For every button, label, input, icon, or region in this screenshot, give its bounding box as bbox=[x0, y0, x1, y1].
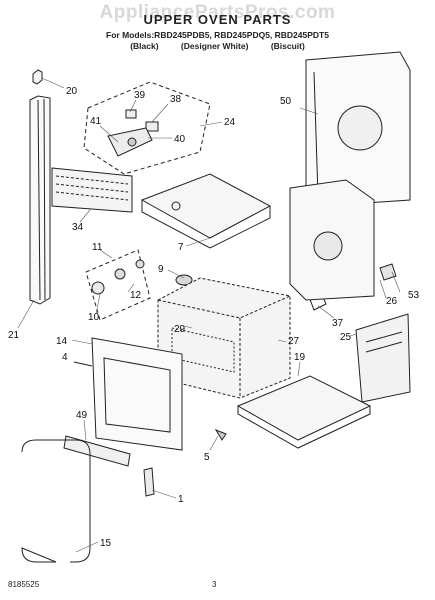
part-light-bulb bbox=[135, 259, 145, 269]
callout-9: 9 bbox=[158, 264, 164, 275]
callout-20: 20 bbox=[66, 86, 78, 97]
part-relay bbox=[125, 109, 137, 119]
color-designer-white: (Designer White) bbox=[180, 41, 249, 51]
model-list: For Models:RBD245PDB5, RBD245PDQ5, RBD24… bbox=[106, 30, 329, 40]
part-oven-liner bbox=[157, 277, 291, 399]
part-right-panel bbox=[355, 313, 411, 403]
callout-4: 4 bbox=[62, 352, 68, 363]
color-biscuit: (Biscuit) bbox=[270, 41, 305, 51]
callout-25: 25 bbox=[340, 332, 352, 343]
callout-37: 37 bbox=[332, 318, 344, 329]
callout-5: 5 bbox=[204, 452, 210, 463]
part-switch bbox=[145, 121, 159, 132]
part-fan-grille bbox=[313, 231, 343, 261]
part-vent bbox=[143, 467, 155, 497]
callout-41: 41 bbox=[90, 116, 102, 127]
color-variants: (Black) (Designer White) (Biscuit) bbox=[0, 41, 435, 51]
part-top-shield bbox=[140, 173, 272, 239]
callout-53: 53 bbox=[408, 290, 420, 301]
callout-26: 26 bbox=[386, 296, 398, 307]
callout-14: 14 bbox=[56, 336, 68, 347]
callout-10: 10 bbox=[88, 312, 100, 323]
page-number: 3 bbox=[212, 580, 217, 589]
part-light-group bbox=[85, 249, 151, 321]
callout-27: 27 bbox=[288, 336, 300, 347]
callout-24: 24 bbox=[224, 117, 236, 128]
part-light-lens bbox=[91, 281, 105, 295]
callout-21: 21 bbox=[8, 330, 20, 341]
callout-34: 34 bbox=[72, 222, 84, 233]
part-door-gasket bbox=[21, 439, 91, 563]
part-front-frame-window bbox=[103, 357, 171, 433]
document-part-number: 8185525 bbox=[8, 580, 40, 589]
part-terminal bbox=[127, 137, 137, 147]
callout-49: 49 bbox=[76, 410, 88, 421]
callout-38: 38 bbox=[170, 94, 182, 105]
callout-12: 12 bbox=[130, 290, 142, 301]
callout-50: 50 bbox=[280, 96, 292, 107]
callout-7: 7 bbox=[178, 242, 184, 253]
part-light-cover bbox=[175, 274, 193, 286]
part-light-socket bbox=[114, 268, 126, 280]
callout-40: 40 bbox=[174, 134, 186, 145]
part-top-shield-hole bbox=[171, 201, 181, 211]
callout-15: 15 bbox=[100, 538, 112, 549]
part-bottom-trim bbox=[63, 435, 131, 467]
part-small-bracket bbox=[214, 428, 227, 441]
callout-1: 1 bbox=[178, 494, 184, 505]
callout-19: 19 bbox=[294, 352, 306, 363]
part-rack-support bbox=[171, 327, 235, 373]
part-rear-panel-port bbox=[337, 105, 383, 151]
part-latch bbox=[379, 263, 397, 281]
site-watermark: AppliancePartsPros.com bbox=[99, 2, 336, 23]
callout-11: 11 bbox=[92, 242, 103, 253]
part-clip bbox=[32, 69, 43, 85]
callout-39: 39 bbox=[134, 90, 146, 101]
part-front-frame bbox=[91, 337, 183, 451]
color-black: (Black) bbox=[130, 41, 159, 51]
part-control-strip bbox=[51, 167, 133, 213]
part-screw bbox=[73, 361, 93, 367]
page-title: UPPER OVEN PARTS bbox=[143, 12, 292, 27]
callout-29: 29 bbox=[174, 324, 186, 335]
